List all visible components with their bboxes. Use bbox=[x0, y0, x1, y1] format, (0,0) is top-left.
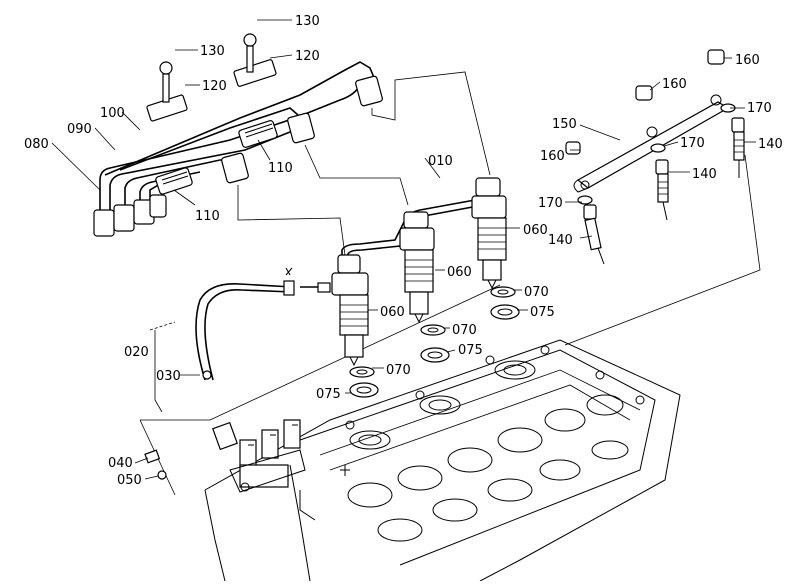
callout-160-b: 160 bbox=[662, 77, 687, 92]
callout-170-b: 170 bbox=[680, 136, 705, 151]
callout-070-b: 070 bbox=[452, 323, 477, 338]
callout-075-b: 075 bbox=[458, 343, 483, 358]
leader-lines bbox=[139, 71, 761, 496]
callout-020: 020 bbox=[124, 345, 149, 360]
callout-050: 050 bbox=[117, 473, 142, 488]
callout-010: 010 bbox=[428, 154, 453, 169]
callout-070-c: 070 bbox=[386, 363, 411, 378]
callout-060-b: 060 bbox=[447, 265, 472, 280]
callout-075-c: 075 bbox=[316, 387, 341, 402]
callout-100: 100 bbox=[100, 106, 125, 121]
callout-090: 090 bbox=[67, 122, 92, 137]
callout-leaders bbox=[51, 19, 756, 480]
callout-130-a: 130 bbox=[295, 14, 320, 29]
callout-060-a: 060 bbox=[523, 223, 548, 238]
injection-pump bbox=[212, 419, 306, 493]
callout-120-b: 120 bbox=[295, 49, 320, 64]
callout-030: 030 bbox=[156, 369, 181, 384]
callout-140-c: 140 bbox=[548, 233, 573, 248]
injection-pipes bbox=[93, 33, 383, 237]
nozzle-holders bbox=[331, 177, 507, 367]
part-callouts: 130 130 120 120 100 090 080 110 110 010 … bbox=[24, 14, 783, 488]
callout-130-b: 130 bbox=[200, 44, 225, 59]
callout-110-a: 110 bbox=[195, 209, 220, 224]
callout-170-a: 170 bbox=[747, 101, 772, 116]
callout-140-a: 140 bbox=[758, 137, 783, 152]
callout-120-a: 120 bbox=[202, 79, 227, 94]
washers bbox=[349, 286, 520, 398]
callout-170-c: 170 bbox=[538, 196, 563, 211]
callout-150: 150 bbox=[552, 117, 577, 132]
callout-070-a: 070 bbox=[524, 285, 549, 300]
callout-075-a: 075 bbox=[530, 305, 555, 320]
callout-060-c: 060 bbox=[380, 305, 405, 320]
cylinder-head bbox=[204, 339, 681, 582]
glow-plug-assembly bbox=[565, 49, 745, 265]
callout-110-b: 110 bbox=[268, 161, 293, 176]
callout-160-a: 160 bbox=[735, 53, 760, 68]
callout-040: 040 bbox=[108, 456, 133, 471]
callout-080: 080 bbox=[24, 137, 49, 152]
banjo-fittings bbox=[144, 449, 167, 480]
callout-140-b: 140 bbox=[692, 167, 717, 182]
callout-160-c: 160 bbox=[540, 149, 565, 164]
